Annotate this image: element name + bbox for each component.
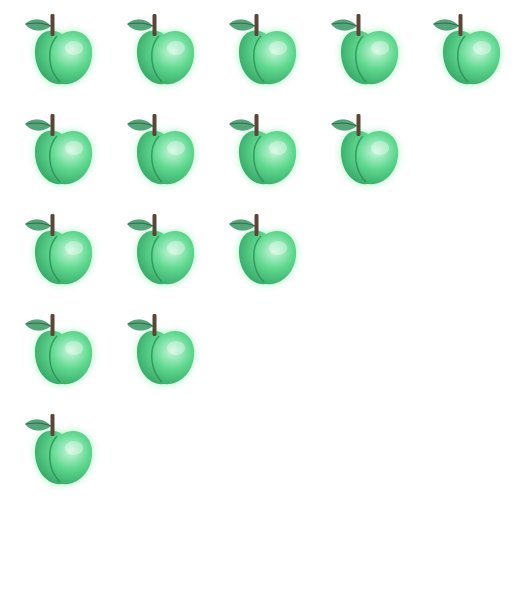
green-apple-icon — [22, 12, 100, 94]
green-apple-icon — [22, 312, 100, 394]
green-apple-icon — [124, 12, 202, 94]
green-apple-icon — [22, 412, 100, 494]
green-apple-icon — [226, 212, 304, 294]
green-apple-icon — [124, 212, 202, 294]
green-apple-icon — [430, 12, 508, 94]
green-apple-icon — [328, 112, 406, 194]
green-apple-icon — [226, 12, 304, 94]
green-apple-icon — [328, 12, 406, 94]
green-apple-icon — [124, 112, 202, 194]
green-apple-icon — [124, 312, 202, 394]
green-apple-icon — [22, 112, 100, 194]
green-apple-icon — [226, 112, 304, 194]
green-apple-icon — [22, 212, 100, 294]
